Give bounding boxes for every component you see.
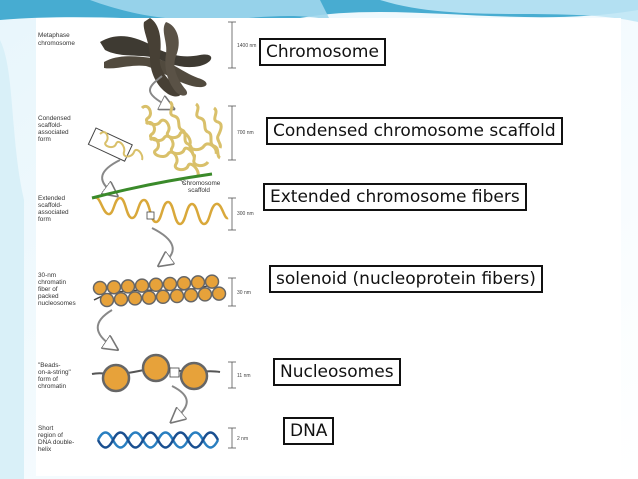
nucleosome-beads-illustration	[91, 353, 221, 393]
decorative-swoosh-left	[0, 40, 24, 479]
nucleosome-bead	[127, 291, 143, 306]
stage-caption: Metaphase chromosome	[38, 32, 75, 47]
svg-text:Extended: Extended	[38, 195, 65, 202]
nucleosome-bead	[120, 279, 136, 294]
transition-arrow	[149, 75, 168, 106]
content-panel	[36, 18, 621, 476]
stage-extended-scaffold: Extended scaffold- associated form Chrom…	[38, 172, 254, 231]
stage-caption: 30-nm chromatin fiber of packed nucleoso…	[38, 272, 76, 307]
nucleosome-bead	[92, 280, 108, 296]
svg-text:scaffold-: scaffold-	[38, 122, 62, 129]
svg-text:Condensed: Condensed	[38, 115, 71, 122]
svg-text:on-a-string": on-a-string"	[38, 369, 71, 376]
svg-text:700 nm: 700 nm	[237, 130, 254, 136]
svg-text:scaffold: scaffold	[188, 187, 210, 194]
svg-text:form: form	[38, 216, 51, 223]
scale-bar: 300 nm	[228, 197, 254, 231]
nucleosome-bead	[211, 286, 227, 301]
solenoid-fiber-illustration	[92, 274, 227, 308]
scale-bar: 700 nm	[228, 105, 254, 161]
svg-text:associated: associated	[38, 129, 69, 136]
nucleosome-bead	[134, 278, 150, 293]
nucleosome-bead	[183, 287, 199, 303]
nucleosome-bead	[141, 290, 157, 305]
nucleosome-bead	[190, 275, 206, 290]
svg-text:form: form	[38, 136, 51, 143]
svg-text:11 nm: 11 nm	[237, 373, 251, 379]
label-solenoid: solenoid (nucleoprotein fibers)	[269, 265, 543, 293]
svg-text:nucleosomes: nucleosomes	[38, 300, 76, 307]
svg-text:helix: helix	[38, 446, 52, 453]
stage-dna-helix: Short region of DNA double- helix 2 nm	[38, 425, 248, 453]
svg-text:2 nm: 2 nm	[237, 436, 248, 442]
label-nucleosomes: Nucleosomes	[273, 358, 401, 386]
svg-text:chromosome: chromosome	[38, 40, 75, 47]
nucleosome-bead	[169, 288, 185, 304]
condensed-scaffold-illustration	[140, 100, 223, 177]
svg-text:300 nm: 300 nm	[237, 211, 254, 217]
svg-text:"Beads-: "Beads-	[38, 362, 61, 369]
transition-arrow	[151, 227, 173, 262]
stage-beads-on-string: "Beads- on-a-string" form of chromatin 1…	[38, 353, 251, 393]
svg-text:chromatin: chromatin	[38, 383, 67, 390]
svg-text:associated: associated	[38, 209, 69, 216]
nucleosome-bead	[197, 287, 213, 302]
metaphase-chromosome-illustration	[100, 18, 212, 97]
svg-text:DNA double-: DNA double-	[38, 439, 74, 446]
chromosome-scaffold-line	[91, 172, 213, 200]
svg-text:packed: packed	[38, 293, 59, 300]
svg-text:Short: Short	[38, 425, 53, 432]
scale-bar: 1400 nm	[228, 21, 256, 69]
stage-30nm-fiber: 30-nm chromatin fiber of packed nucleoso…	[38, 272, 251, 308]
nucleosome-bead	[176, 275, 192, 291]
dna-helix-illustration	[96, 431, 220, 449]
stage-condensed-scaffold: Condensed scaffold- associated form 700 …	[38, 100, 254, 177]
svg-text:30-nm: 30-nm	[38, 272, 56, 279]
transition-arrow	[172, 385, 188, 418]
stage-caption: Short region of DNA double- helix	[38, 425, 74, 453]
scale-bar: 30 nm	[228, 277, 251, 307]
scale-bar: 11 nm	[228, 361, 251, 389]
stage-caption: "Beads- on-a-string" form of chromatin	[38, 362, 71, 390]
scaffold-callout: Chromosome scaffold	[179, 179, 221, 194]
svg-text:Chromosome: Chromosome	[182, 180, 221, 187]
nucleosome-bead	[148, 277, 164, 293]
nucleosome-bead	[204, 274, 220, 289]
svg-text:fiber of: fiber of	[38, 286, 58, 293]
transition-arrow	[102, 159, 121, 192]
nucleosome-bead	[113, 291, 129, 307]
stage-caption: Extended scaffold- associated form	[38, 195, 69, 223]
zoom-box	[87, 127, 144, 162]
svg-text:30 nm: 30 nm	[237, 290, 251, 296]
nucleosome-bead	[155, 289, 171, 305]
scale-bar: 2 nm	[228, 427, 248, 449]
nucleosome-bead	[99, 292, 115, 308]
stage-caption: Condensed scaffold- associated form	[38, 115, 71, 143]
decorative-swoosh-top	[0, 0, 638, 22]
svg-text:scaffold-: scaffold-	[38, 202, 62, 209]
svg-text:1400 nm: 1400 nm	[237, 43, 256, 49]
svg-text:Metaphase: Metaphase	[38, 32, 70, 39]
svg-text:form of: form of	[38, 376, 58, 383]
transition-arrow	[96, 309, 112, 346]
svg-text:chromatin: chromatin	[38, 279, 67, 286]
extended-fiber-illustration	[91, 172, 229, 226]
svg-text:region of: region of	[38, 432, 63, 439]
label-dna: DNA	[283, 417, 335, 445]
nucleosome-bead	[162, 276, 178, 292]
nucleosome-bead	[106, 279, 122, 295]
label-chromosome: Chromosome	[259, 38, 386, 66]
label-condensed-scaffold: Condensed chromosome scaffold	[266, 117, 563, 145]
stage-chromosome: Metaphase chromosome 1400 nm	[38, 18, 256, 97]
label-extended-fibers: Extended chromosome fibers	[263, 183, 527, 211]
